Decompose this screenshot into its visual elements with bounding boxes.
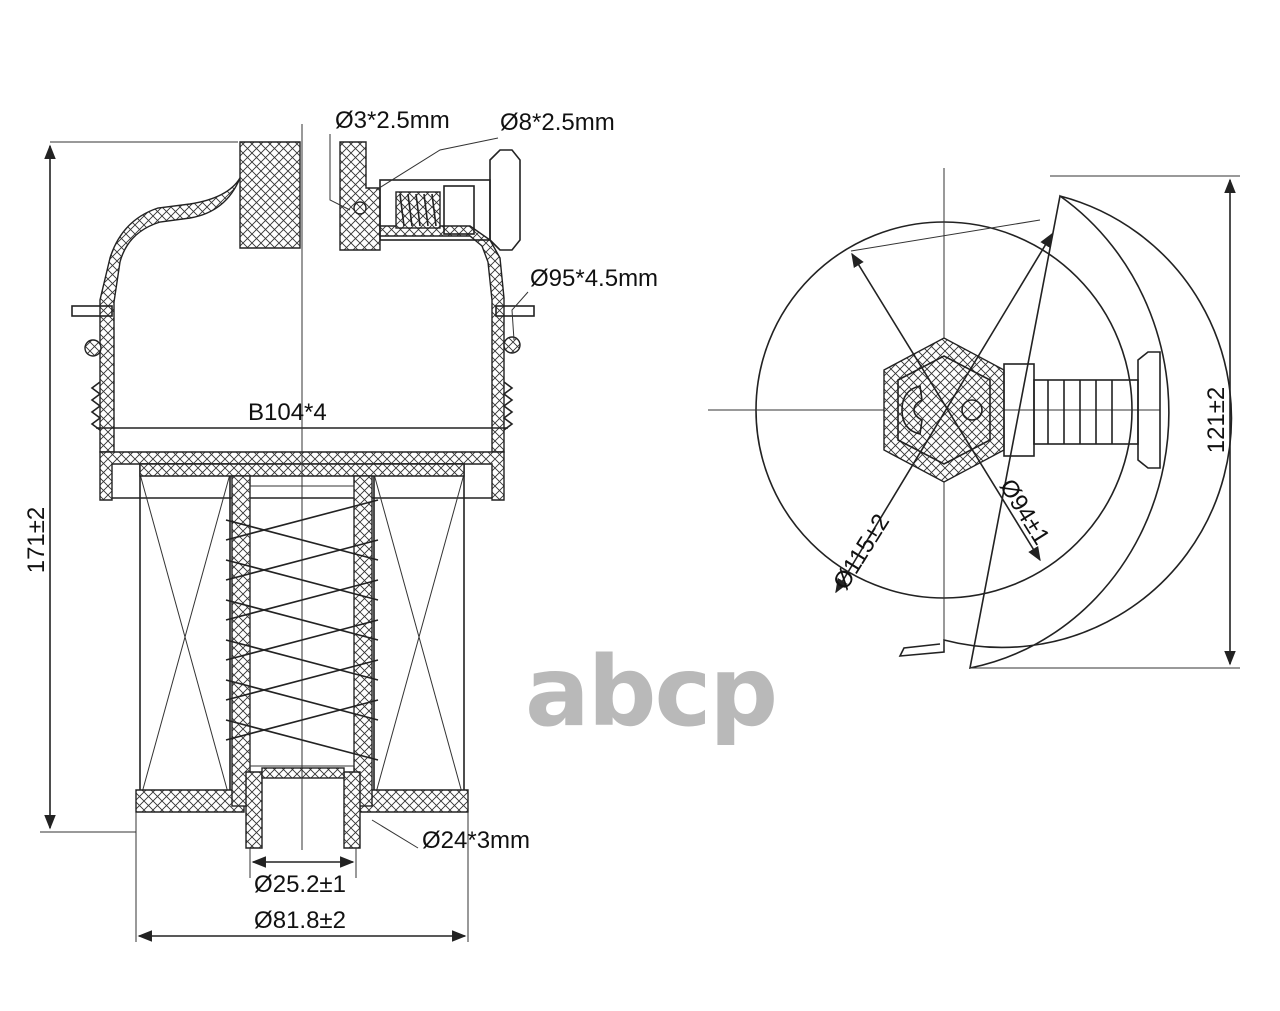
label-thread: B104*4 xyxy=(248,399,327,426)
right-thread xyxy=(502,381,514,431)
housing-neck-right xyxy=(339,141,381,251)
bottom-endcap xyxy=(135,789,245,813)
abcp-watermark-logo: abcp xyxy=(525,636,776,748)
left-lug xyxy=(71,305,113,317)
label-top-diameter: Ø115±2 xyxy=(828,509,895,594)
side-section-view xyxy=(40,124,535,942)
housing-dome-right xyxy=(379,225,505,453)
housing-neck xyxy=(239,141,301,249)
left-thread xyxy=(90,381,102,431)
right-oring xyxy=(503,336,521,354)
dim-94 xyxy=(851,252,1041,562)
label-o-ring-body: Ø95*4.5mm xyxy=(530,265,658,292)
bottom-endcap-right xyxy=(359,789,469,813)
housing-dome-left xyxy=(99,177,241,453)
label-top-height: 121±2 xyxy=(1203,387,1230,454)
valve-small-oring xyxy=(353,201,367,215)
valve-knob xyxy=(1137,351,1161,469)
label-flange-diameter: Ø94±1 xyxy=(994,474,1055,549)
bottom-outlet xyxy=(245,771,361,849)
label-o-ring-valve: Ø8*2.5mm xyxy=(500,109,615,136)
label-o-ring-small: Ø3*2.5mm xyxy=(335,107,450,134)
left-oring xyxy=(84,339,102,357)
label-height: 171±2 xyxy=(23,507,50,574)
label-o-ring-bottom: Ø24*3mm xyxy=(422,827,530,854)
label-inner-diameter: Ø25.2±1 xyxy=(254,871,346,898)
top-outer-circle xyxy=(898,194,1233,670)
label-outer-diameter: Ø81.8±2 xyxy=(254,907,346,934)
valve-cap xyxy=(489,149,521,251)
top-view xyxy=(708,168,1240,670)
